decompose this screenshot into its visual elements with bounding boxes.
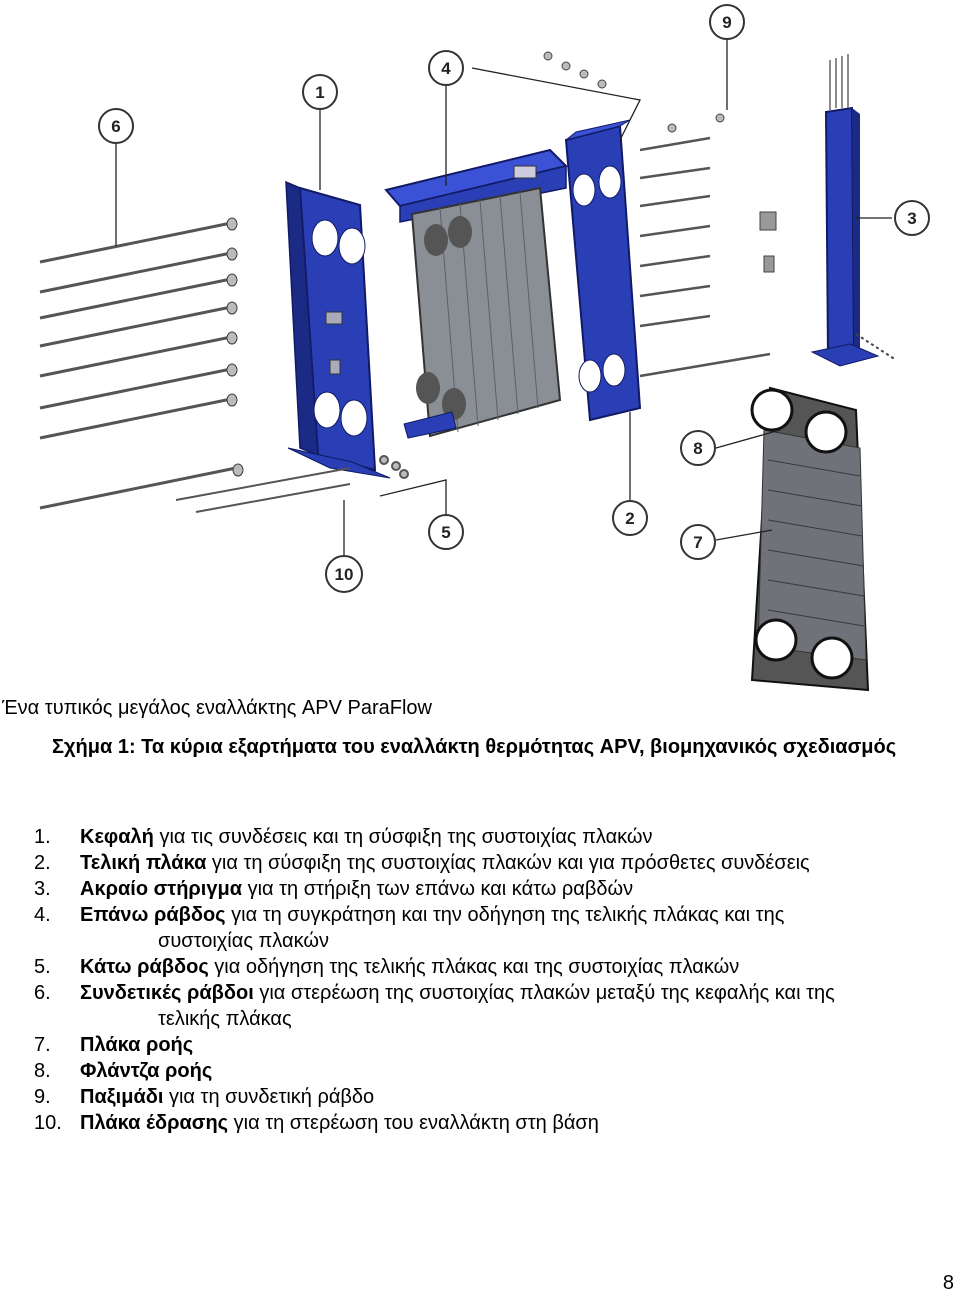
callout-6: 6 bbox=[98, 108, 134, 144]
svg-text:8: 8 bbox=[693, 439, 702, 458]
list-item: 3.Ακραίο στήριγμα για τη στήριξη των επά… bbox=[34, 878, 634, 900]
page-number: 8 bbox=[942, 1272, 954, 1294]
svg-text:10: 10 bbox=[335, 565, 354, 584]
list-item: 10.Πλάκα έδρασης για τη στερέωση του ενα… bbox=[34, 1112, 599, 1134]
list-item: 2.Τελική πλάκα για τη σύσφιξη της συστοι… bbox=[34, 852, 810, 874]
callout-9: 9 bbox=[709, 4, 745, 40]
callout-1: 1 bbox=[302, 74, 338, 110]
head-frame bbox=[285, 180, 391, 479]
callout-7: 7 bbox=[680, 524, 716, 560]
small-hardware bbox=[543, 51, 777, 273]
svg-text:9: 9 bbox=[722, 13, 731, 32]
leader-lines bbox=[115, 40, 892, 556]
pressure-plate bbox=[564, 119, 642, 422]
list-item: 6.Συνδετικές ράβδοι για στερέωση της συσ… bbox=[34, 982, 835, 1030]
callout-5: 5 bbox=[428, 514, 464, 550]
figure-title: Σχήμα 1: Τα κύρια εξαρτήματα του εναλλάκ… bbox=[52, 736, 897, 758]
list-item: 9.Παξιμάδι για τη συνδετική ράβδο bbox=[34, 1086, 375, 1108]
list-item: 1.Κεφαλή για τις συνδέσεις και τη σύσφιξ… bbox=[34, 826, 653, 848]
bottom-hardware bbox=[175, 455, 409, 513]
svg-text:5: 5 bbox=[441, 523, 450, 542]
callout-3: 3 bbox=[894, 200, 930, 236]
svg-text:4: 4 bbox=[441, 59, 451, 78]
tie-rods bbox=[39, 220, 237, 510]
list-item: 8.Φλάντζα ροής bbox=[34, 1060, 213, 1082]
callout-4: 4 bbox=[428, 50, 464, 86]
svg-text:7: 7 bbox=[693, 533, 702, 552]
tie-rod-nuts bbox=[226, 217, 244, 477]
list-item: 7.Πλάκα ροής bbox=[34, 1034, 194, 1056]
svg-text:2: 2 bbox=[625, 509, 634, 528]
bottom-guide-bar bbox=[403, 411, 457, 439]
callout-2: 2 bbox=[612, 500, 648, 536]
nuts-right bbox=[639, 136, 771, 378]
end-support bbox=[810, 54, 897, 367]
callout-8: 8 bbox=[680, 430, 716, 466]
svg-text:6: 6 bbox=[111, 117, 120, 136]
flow-plate bbox=[750, 386, 870, 692]
plate-pack bbox=[410, 186, 562, 438]
svg-text:1: 1 bbox=[315, 83, 324, 102]
figure-caption: Ένα τυπικός μεγάλος εναλλάκτης APV ParaF… bbox=[2, 697, 432, 719]
list-item: 4.Επάνω ράβδος για τη συγκράτηση και την… bbox=[34, 904, 785, 952]
list-item: 5.Κάτω ράβδος για οδήγηση της τελικής πλ… bbox=[34, 956, 740, 978]
parts-list: 1.Κεφαλή για τις συνδέσεις και τη σύσφιξ… bbox=[0, 824, 960, 1136]
heat-exchanger-exploded-diagram: 1 2 3 4 5 6 7 8 9 10 bbox=[39, 4, 930, 692]
svg-text:3: 3 bbox=[907, 209, 916, 228]
callout-10: 10 bbox=[325, 555, 363, 593]
